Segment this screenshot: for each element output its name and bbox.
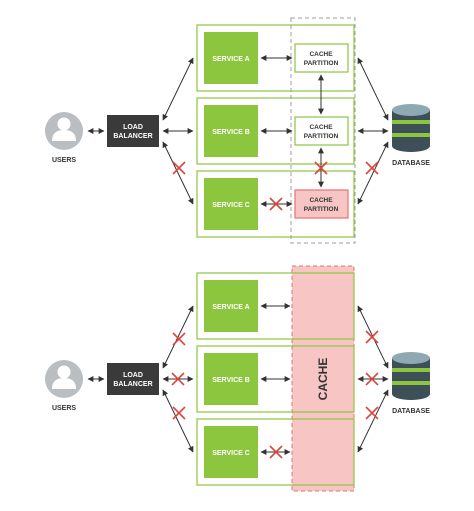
top-lb-label-line1: LOAD [123,124,143,131]
bottom-blocked-x-lb-a [172,332,186,346]
bottom-service-a-label: SERVICE A [212,304,249,311]
top-cache-partition-b [294,116,349,146]
top-users-label: USERS [52,157,76,164]
top-arrow-a-db [357,57,389,121]
top-service-c-label: SERVICE C [212,202,250,209]
top-panel-a [196,24,355,92]
top-blocked-x-lb-c [172,161,186,175]
top-blocked-x-c-db [365,161,379,175]
top-users-icon [45,112,83,150]
top-blocked-x-c-cache [269,197,283,211]
bottom-lb-label-line1: LOAD [123,372,143,379]
bottom-database-icon [392,352,430,400]
bottom-blocked-x-a-db [365,330,379,344]
bottom-database-label: DATABASE [392,408,430,415]
top-diagram: USERS LOAD BALANCER SERVICE A SERVICE B … [45,17,430,244]
bottom-blocked-x-b-db [365,372,379,386]
top-panel-c [196,170,355,238]
bottom-cache-block [291,265,355,492]
top-cache-partition-c-line1: CACHE [309,197,333,204]
top-service-a [204,32,258,84]
bottom-blocked-x-c-db [365,406,379,420]
bottom-diagram: USERS LOAD BALANCER CACHE SERVICE A SERV… [45,265,430,492]
top-service-b [204,105,258,157]
top-service-b-label: SERVICE B [212,129,250,136]
bottom-service-c-label: SERVICE C [212,450,250,457]
top-cache-partition-b-line1: CACHE [309,124,333,131]
bottom-blocked-x-lb-c [172,406,186,420]
bottom-blocked-x-lb-b [171,372,185,386]
bottom-panel-a [196,272,355,340]
top-blocked-x-partition-b-c [314,161,328,175]
top-database-icon [392,104,430,152]
top-service-c [204,178,258,230]
top-cache-partition-c [294,189,349,219]
bottom-lb-label-line2: BALANCER [113,381,152,388]
bottom-users-icon [45,360,83,398]
bottom-load-balancer [107,363,159,395]
top-arrow-c-db [357,141,389,205]
top-lb-label-line2: BALANCER [113,133,152,140]
top-service-a-label: SERVICE A [212,56,249,63]
top-cache-partition-c-line2: PARTITION [304,206,339,213]
bottom-users-label: USERS [52,405,76,412]
top-load-balancer [107,115,159,147]
bottom-cache-label: CACHE [316,358,330,401]
top-cache-partition-a-line2: PARTITION [304,60,339,67]
bottom-panel-b [196,345,355,413]
top-arrow-lb-service-c [162,141,194,205]
top-arrow-lb-service-a [162,57,194,121]
bottom-arrow-lb-service-c [162,389,194,453]
bottom-service-c [204,426,258,478]
top-cache-partition-a-line1: CACHE [309,51,333,58]
bottom-panel-c [196,418,355,486]
top-panel-b [196,97,355,165]
top-cache-partition-b-line2: PARTITION [304,133,339,140]
bottom-blocked-x-c-cache [269,445,283,459]
bottom-service-b [204,353,258,405]
top-database-label: DATABASE [392,160,430,167]
bottom-service-b-label: SERVICE B [212,377,250,384]
bottom-arrow-c-db [357,389,389,453]
top-cache-partition-a [294,43,349,73]
bottom-service-a [204,280,258,332]
